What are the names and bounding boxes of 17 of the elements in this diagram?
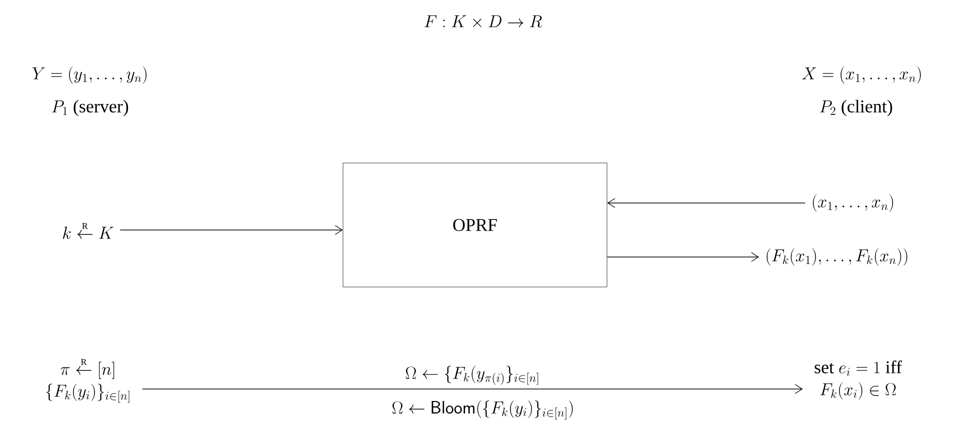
formula-text: $\pi \overset{\scriptscriptstyle\mathrm{R}}{\leftarrow} [n]$ $\{F_k(y_i)\}_{i \in [n]}$ (46, 358, 130, 403)
title-formula: $F : K \times D \to R$ (424, 15, 542, 28)
process-box: $\mathrm{OPRF}$ (342, 162, 608, 288)
formula-text: $(x_1, \ldots, x_n)$ (812, 194, 894, 212)
set-formula: $X = (x_1, \ldots, x_n)$ (802, 66, 921, 84)
formula-text: $(F_k(x_1), \ldots, F_k(x_n))$ (766, 248, 908, 266)
party-label: $P_2 \text{ (client)}$ (820, 100, 892, 116)
arrow (606, 252, 759, 262)
party-label: $P_1 \text{ (server)}$ (52, 100, 128, 116)
set-formula: $Y = (y_1, \ldots, y_n)$ (32, 66, 146, 84)
formula-text: $\text{set } e_i = 1 \text{ iff}$ $F_k(x_i) \in \Omega$ (814, 360, 902, 400)
formula-label: $\Omega \leftarrow \mathsf{Bloom}(\{F_k(y_i)\}_{i \in [n]})$ (392, 400, 573, 420)
formula-text: $k \overset{\scriptscriptstyle\mathrm{R}}{\leftarrow} K$ (63, 223, 114, 239)
arrow (120, 225, 343, 235)
arrow (142, 384, 803, 394)
edge-label: $\Omega \leftarrow \{F_k(y_{\pi(i)}\}_{i \in [n]}$ (406, 366, 538, 385)
arrow (607, 198, 806, 208)
